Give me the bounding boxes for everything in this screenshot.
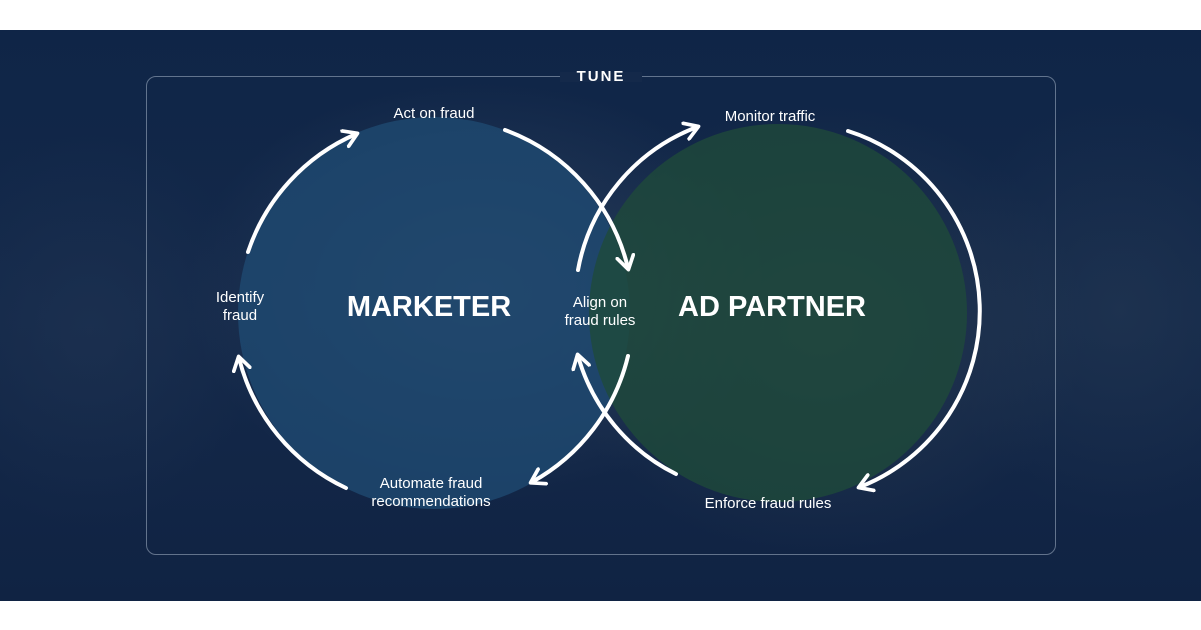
step-align-line1: Align on — [545, 294, 655, 312]
step-identify-fraud-line2: fraud — [196, 307, 284, 325]
step-automate-line1: Automate fraud — [351, 475, 511, 493]
marketer-title: MARKETER — [329, 290, 529, 324]
step-identify-fraud-line1: Identify — [196, 289, 284, 307]
ad-partner-title: AD PARTNER — [657, 290, 887, 324]
step-automate-fraud-recommendations: Automate fraud recommendations — [351, 475, 511, 511]
diagram-canvas: TUNE Act on fraud Identify fraud Automat… — [0, 30, 1201, 601]
step-act-on-fraud: Act on fraud — [371, 105, 497, 123]
step-identify-fraud: Identify fraud — [196, 289, 284, 325]
step-align-line2: fraud rules — [545, 312, 655, 330]
step-automate-line2: recommendations — [351, 493, 511, 511]
step-align-on-fraud-rules: Align on fraud rules — [545, 294, 655, 330]
step-enforce-fraud-rules: Enforce fraud rules — [686, 495, 850, 513]
step-monitor-traffic: Monitor traffic — [702, 108, 838, 126]
